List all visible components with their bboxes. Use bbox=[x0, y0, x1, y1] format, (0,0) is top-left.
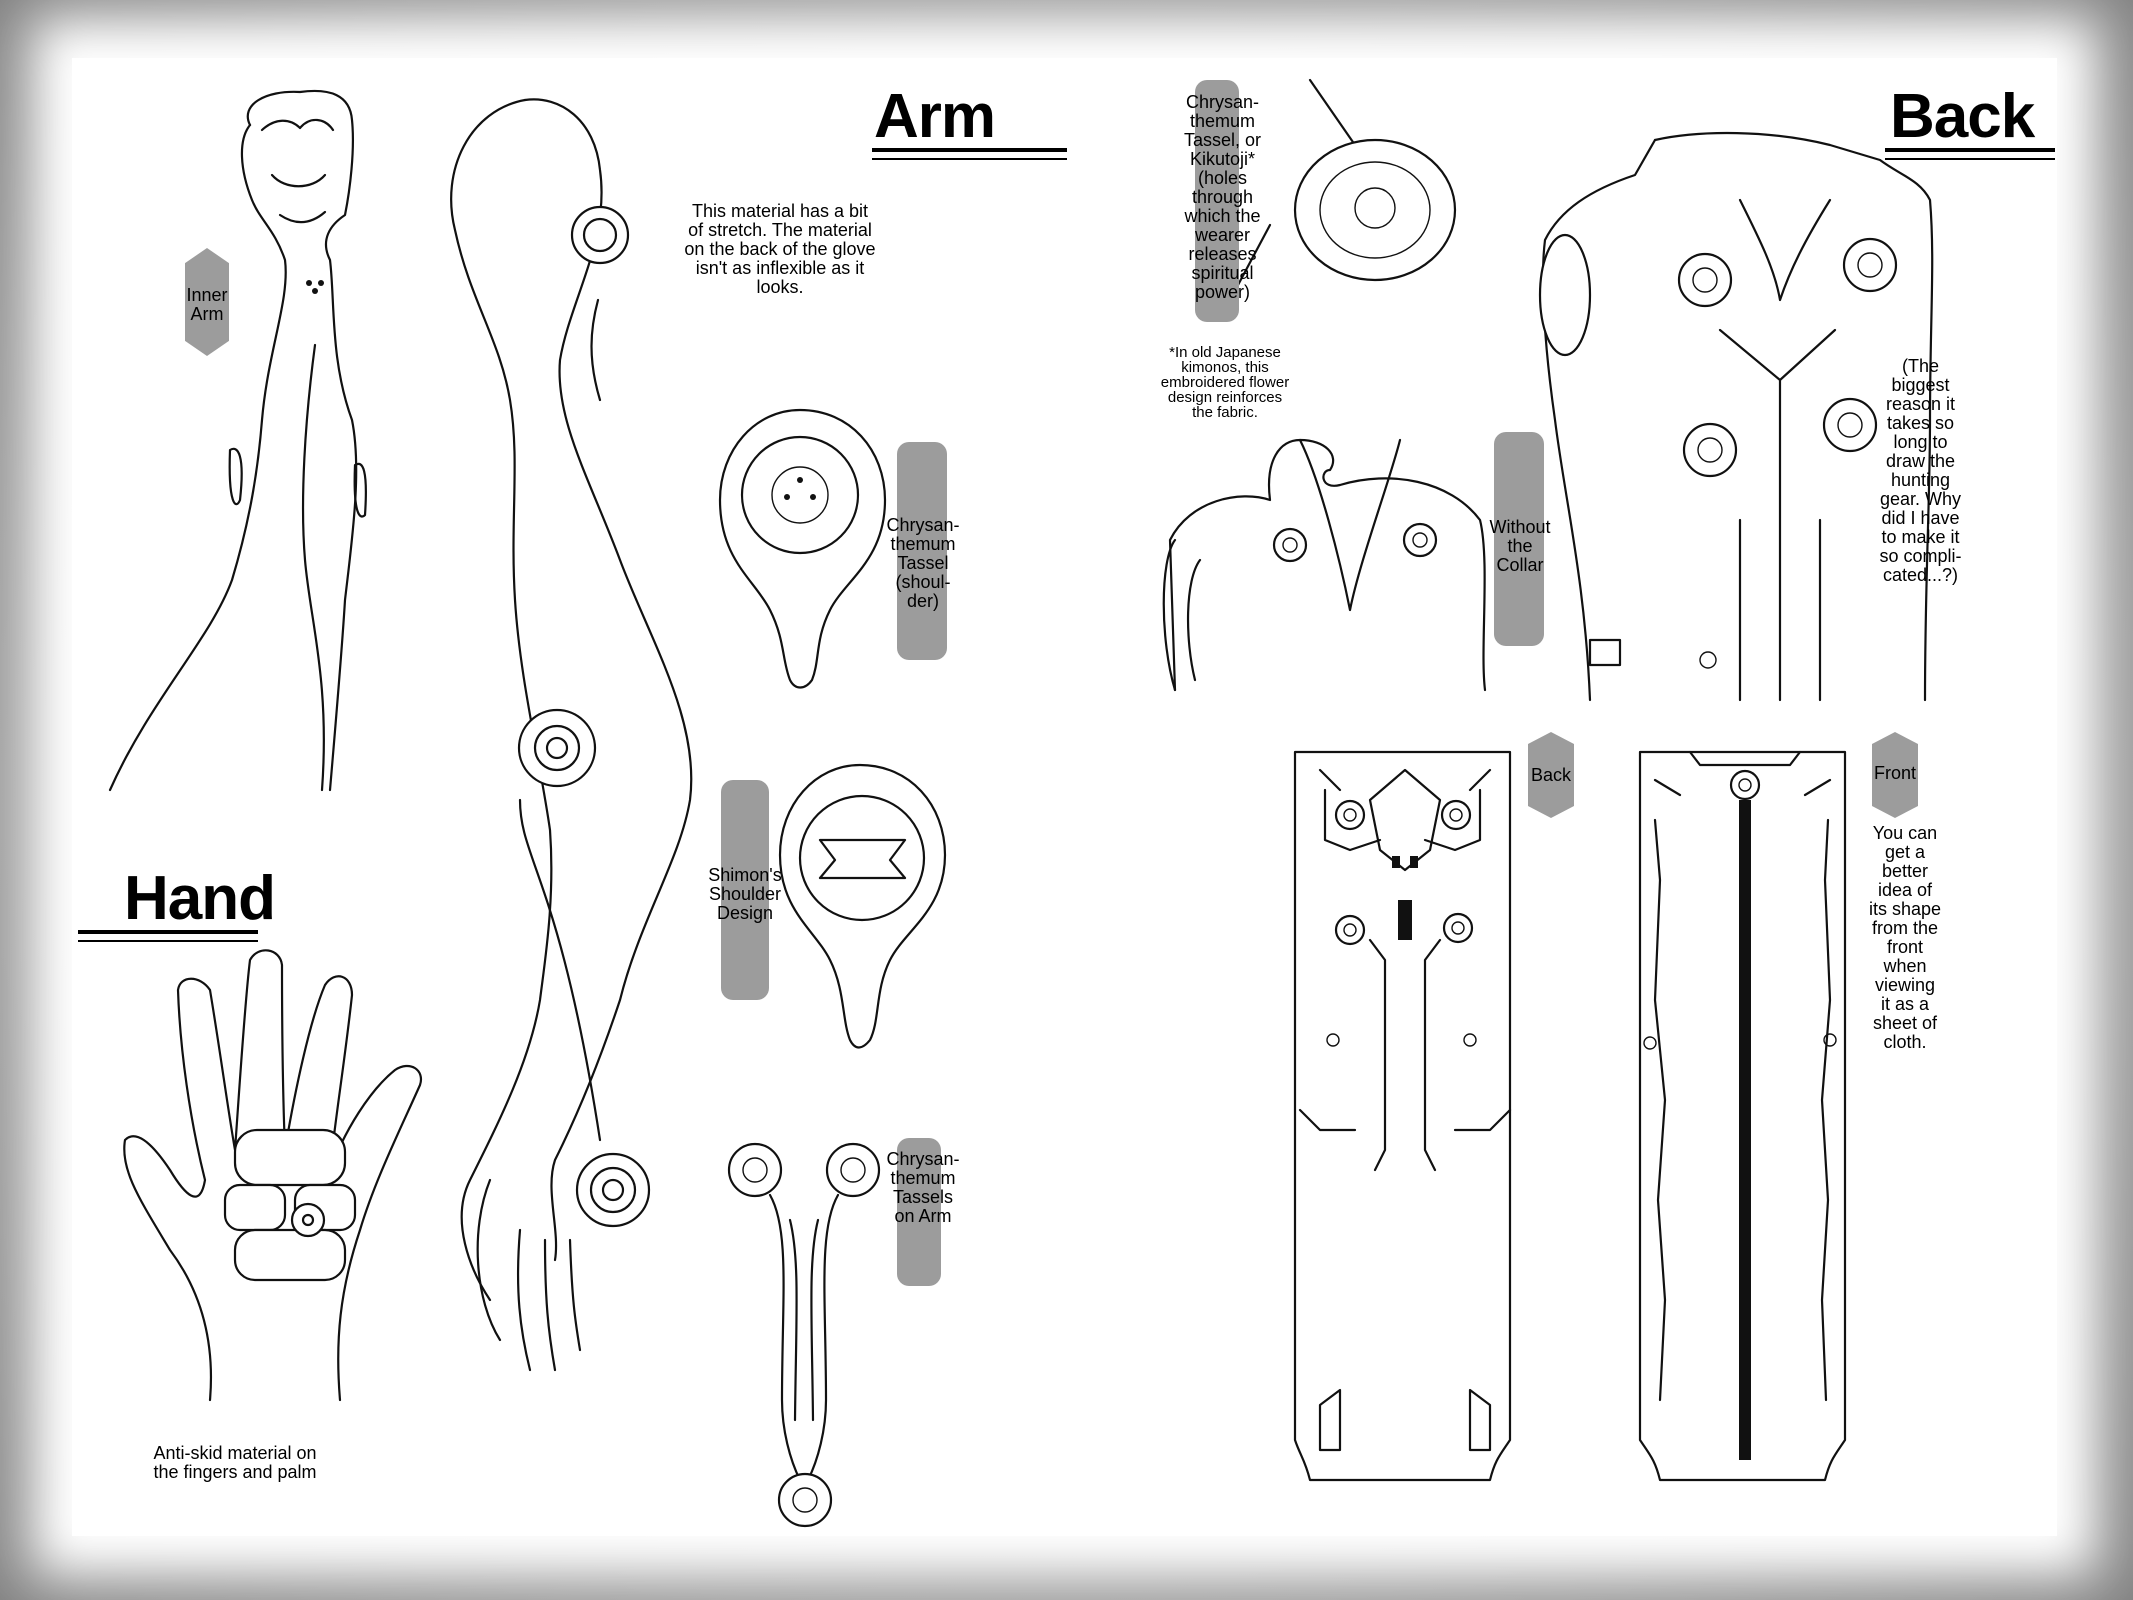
arm-heading: Arm bbox=[874, 82, 996, 151]
tassel-shoulder-drawing bbox=[718, 408, 887, 689]
without-collar-drawing bbox=[1162, 438, 1487, 692]
tassels-on-arm-drawing bbox=[727, 1142, 881, 1528]
stretch-note: This material has a bit of stretch. The … bbox=[684, 201, 876, 297]
kikutoji-tag bbox=[1195, 80, 1239, 322]
back-sheet-tag bbox=[1528, 732, 1574, 818]
tassel-shoulder-tag bbox=[897, 442, 947, 660]
shimon-shoulder-label: Shimon's Shoulder Design bbox=[708, 865, 782, 923]
hand-heading-rule bbox=[78, 930, 258, 934]
back-heading-rule bbox=[1885, 148, 2055, 152]
sketch-page bbox=[72, 58, 2057, 1536]
inner-arm-drawing bbox=[108, 89, 367, 792]
kikutoji-label: Chrysan- themum Tassel, or Kikutoji* (ho… bbox=[1183, 92, 1262, 302]
front-sheet-drawing bbox=[1638, 750, 1847, 1482]
back-heading-rule-thin bbox=[1885, 158, 2055, 160]
without-collar-tag bbox=[1494, 432, 1544, 646]
arm-heading-rule bbox=[872, 148, 1067, 152]
biggest-reason-note: (The biggest reason it takes so long to … bbox=[1879, 356, 1962, 585]
front-sheet-label: Front bbox=[1873, 763, 1916, 783]
tassels-on-arm-label: Chrysan- themum Tassels on Arm bbox=[886, 1149, 960, 1226]
back-sheet-drawing bbox=[1293, 750, 1512, 1482]
tassels-on-arm-tag bbox=[897, 1138, 941, 1286]
back-sheet-label: Back bbox=[1530, 765, 1572, 785]
anti-skid-label: Anti-skid material on the fingers and pa… bbox=[153, 1443, 317, 1482]
shimon-shoulder-drawing bbox=[778, 763, 947, 1049]
inner-arm-label: Inner Arm bbox=[186, 285, 228, 324]
hand-heading: Hand bbox=[124, 864, 276, 933]
front-sheet-tag bbox=[1872, 732, 1918, 818]
without-collar-label: Without the Collar bbox=[1489, 517, 1551, 575]
arm-heading-rule-thin bbox=[872, 158, 1067, 160]
back-torso-drawing bbox=[1538, 131, 1934, 702]
hand-heading-rule-thin bbox=[78, 940, 258, 942]
shimon-shoulder-tag bbox=[721, 780, 769, 1000]
back-heading: Back bbox=[1890, 82, 2035, 151]
hand-drawing bbox=[123, 949, 423, 1402]
tassel-shoulder-label: Chrysan- themum Tassel (shoul- der) bbox=[886, 515, 960, 611]
kikutoji-footnote: *In old Japanese kimonos, this embroider… bbox=[1160, 344, 1290, 421]
inner-arm-tag bbox=[185, 248, 229, 356]
front-note: You can get a better idea of its shape f… bbox=[1868, 823, 1942, 1052]
arm-drawing bbox=[450, 98, 693, 1372]
